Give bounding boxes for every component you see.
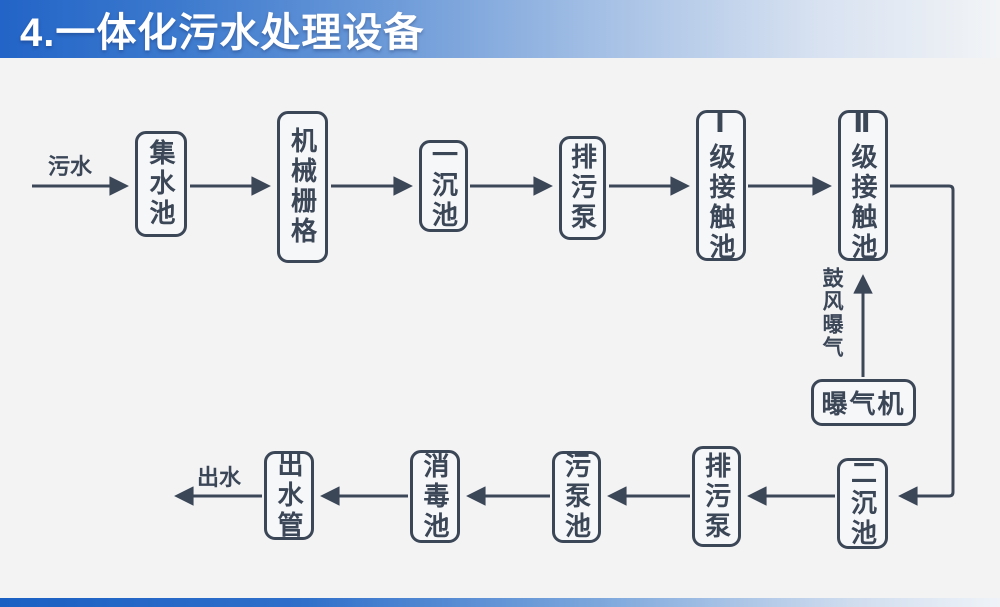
node-mechanical-grid-label: 机械栅格: [287, 127, 318, 247]
node-sewage-pump-top: 排污泵: [559, 136, 606, 240]
node-mechanical-grid: 机械栅格: [277, 111, 328, 263]
node-sewage-pump-bottom: 排污泵: [692, 446, 741, 547]
slide-title: 4.一体化污水处理设备: [20, 11, 425, 55]
node-aerator: 曝气机: [811, 379, 916, 426]
node-disinfection-tank-label: 消毒池: [420, 451, 450, 542]
bottom-accent-bar: [0, 598, 1000, 607]
node-primary-sedimentation-label: 一沉池: [428, 141, 459, 231]
node-sludge-pump-tank-label: 污泵池: [561, 452, 592, 542]
node-secondary-sedimentation-label: 二沉池: [847, 458, 878, 549]
node-stage1-contact-label: Ⅰ级接触池: [706, 108, 736, 263]
inlet-label: 污水: [48, 154, 93, 179]
outlet-label: 出水: [197, 465, 242, 490]
arrow-stage2-contact-to-secondary-sedimentation: [890, 184, 955, 506]
node-sewage-pump-bottom-label: 排污泵: [701, 451, 732, 542]
node-sewage-pump-top-label: 排污泵: [567, 143, 598, 233]
slide-header: 4.一体化污水处理设备: [0, 0, 1000, 58]
node-collect-tank-label: 集水池: [146, 139, 176, 229]
node-aerator-label: 曝气机: [821, 389, 906, 419]
node-primary-sedimentation-tank: 一沉池: [419, 140, 468, 232]
node-outlet-pipe-label: 出水管: [274, 450, 304, 541]
blast-aeration-label: 鼓风曝气: [820, 267, 844, 359]
node-stage2-contact-tank: Ⅱ级接触池: [838, 108, 888, 263]
node-disinfection-tank: 消毒池: [410, 450, 460, 543]
node-collect-tank: 集水池: [135, 131, 187, 237]
node-stage1-contact-tank: Ⅰ级接触池: [696, 108, 746, 263]
node-sludge-pump-tank: 污泵池: [552, 451, 601, 543]
node-outlet-pipe: 出水管: [264, 450, 314, 541]
node-secondary-sedimentation-tank: 二沉池: [837, 458, 888, 549]
node-stage2-contact-label: Ⅱ级接触池: [848, 108, 878, 263]
